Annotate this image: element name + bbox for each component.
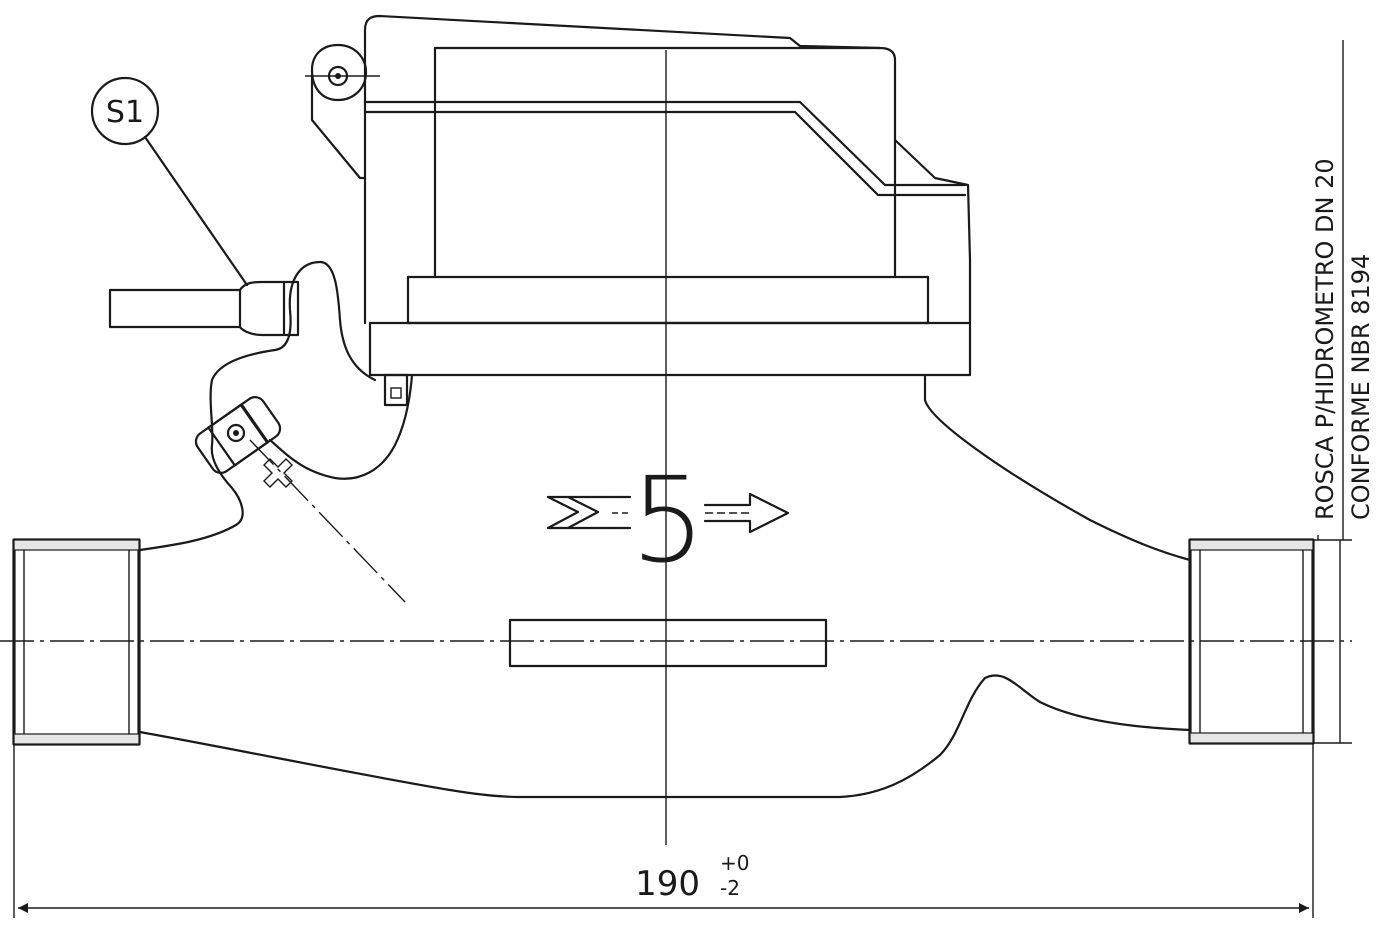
name-plate (508, 618, 828, 668)
inlet-thread (12, 538, 141, 746)
note-line-1: ROSCA P/HIDROMETRO DN 20 (1311, 158, 1339, 520)
seal-device (108, 280, 409, 603)
note-line-2: CONFORME NBR 8194 (1347, 254, 1375, 520)
meter-body (138, 260, 1192, 799)
balloon-s1: S1 (90, 76, 249, 287)
dimension-tol-lower: -2 (720, 876, 740, 900)
dimension-tol-upper: +0 (720, 851, 749, 875)
balloon-label: S1 (106, 95, 144, 130)
class-number: 5 (630, 451, 705, 589)
thread-dimension (1313, 40, 1352, 744)
register-head (305, 14, 972, 377)
dimension-value: 190 (635, 864, 700, 904)
thread-note: ROSCA P/HIDROMETRO DN 20 CONFORME NBR 81… (1311, 158, 1375, 520)
overall-length-dimension: 190 +0 -2 (13, 743, 1314, 918)
flow-arrow: 5 (546, 451, 790, 589)
